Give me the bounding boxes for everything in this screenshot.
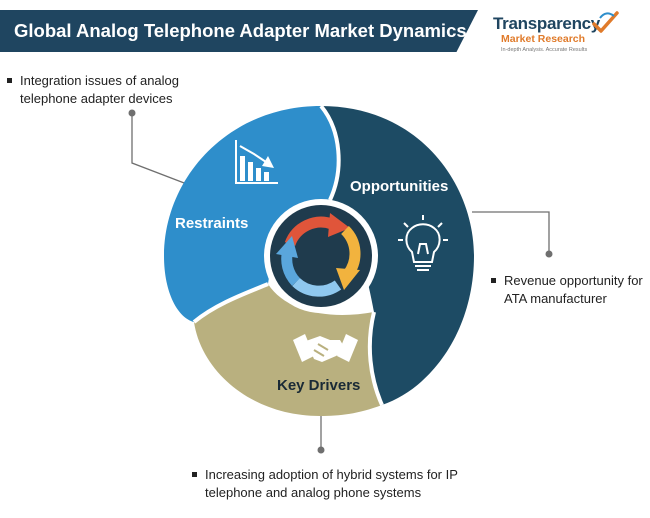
segment-opportunities — [321, 106, 474, 405]
driver-note: Increasing adoption of hybrid systems fo… — [192, 466, 492, 502]
connector-dot-restraint — [128, 109, 136, 117]
declining-chart-icon — [235, 140, 278, 184]
connector-opportunity — [472, 211, 550, 252]
segment-label-key-drivers: Key Drivers — [277, 377, 361, 394]
connector-restraint — [131, 113, 193, 187]
restraint-note-text: Integration issues of analog telephone a… — [20, 73, 179, 106]
segment-restraints — [164, 106, 339, 322]
opportunity-note: Revenue opportunity for ATA manufacturer — [491, 272, 649, 308]
bullet-icon — [192, 472, 197, 477]
handshake-icon — [293, 334, 358, 362]
driver-note-text: Increasing adoption of hybrid systems fo… — [205, 467, 458, 500]
cycle-arrows-icon — [276, 213, 361, 297]
segment-label-restraints: Restraints — [175, 215, 249, 232]
logo-tagline: In-depth Analysis. Accurate Results — [501, 47, 588, 53]
bullet-icon — [491, 278, 496, 283]
light-bulb-icon — [398, 215, 448, 271]
title-banner — [0, 10, 478, 52]
connector-dot-opportunity — [545, 250, 553, 258]
connector-dot-driver — [317, 446, 325, 454]
logo-name: Transparency — [493, 14, 600, 33]
bullet-icon — [7, 78, 12, 83]
company-logo: Transparency Market Research In-depth An… — [493, 10, 643, 58]
segment-key-drivers — [194, 284, 382, 416]
segment-label-opportunities: Opportunities — [350, 178, 449, 195]
opportunity-note-text: Revenue opportunity for ATA manufacturer — [504, 273, 643, 306]
restraint-note: Integration issues of analog telephone a… — [7, 72, 227, 108]
page-title: Global Analog Telephone Adapter Market D… — [14, 20, 467, 41]
logo-check-icon — [592, 11, 619, 33]
logo-subtitle: Market Research — [501, 33, 586, 45]
